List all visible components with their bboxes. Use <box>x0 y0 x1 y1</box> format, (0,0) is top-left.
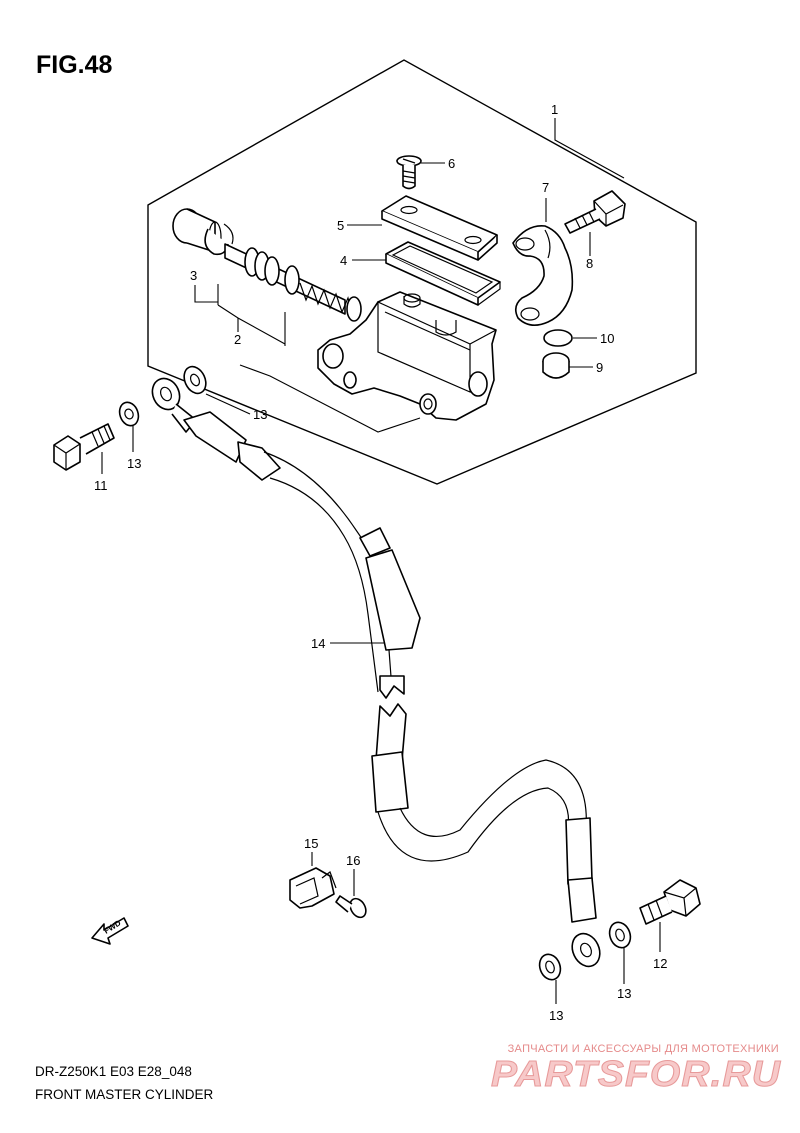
watermark-tagline: ЗАПЧАСТИ И АКСЕССУАРЫ ДЛЯ МОТОТЕХНИКИ <box>508 1043 779 1055</box>
callout-15: 15 <box>304 836 318 851</box>
callout-8: 8 <box>586 256 593 271</box>
watermark: ЗАПЧАСТИ И АКСЕССУАРЫ ДЛЯ МОТОТЕХНИКИ PA… <box>491 1043 781 1095</box>
fwd-arrow-icon: FWD <box>91 917 129 945</box>
callout-13-left: 13 <box>127 456 141 471</box>
callout-16: 16 <box>346 853 360 868</box>
callout-4: 4 <box>340 253 347 268</box>
part-13-washer-left <box>118 401 140 427</box>
part-2-piston-set <box>172 208 362 322</box>
figure-title: FIG.48 <box>36 51 113 79</box>
watermark-site: PARTSFOR.RU <box>491 1053 781 1094</box>
footer-name: FRONT MASTER CYLINDER <box>35 1087 214 1102</box>
footer-model: DR-Z250K1 E03 E28_048 <box>35 1064 192 1079</box>
callout-13-bottom: 13 <box>549 1008 563 1023</box>
callout-10: 10 <box>600 331 614 346</box>
part-8-bolt <box>564 190 626 234</box>
callout-3: 3 <box>190 268 197 283</box>
part-13-washer-right <box>608 921 632 949</box>
callout-9: 9 <box>596 360 603 375</box>
master-cylinder-body <box>317 291 497 421</box>
part-9-cap <box>542 352 570 379</box>
part-6-screw <box>396 155 422 190</box>
callout-14: 14 <box>311 636 325 651</box>
part-16-screw <box>335 895 367 919</box>
part-10-o-ring <box>543 329 573 347</box>
callout-numbers: 1 2 3 4 5 6 7 8 9 10 11 12 13 13 13 13 1… <box>94 102 667 1023</box>
part-4-diaphragm <box>385 241 501 306</box>
callout-7: 7 <box>542 180 549 195</box>
part-13-washer-upper <box>183 365 207 395</box>
part-7-holder <box>512 225 574 326</box>
assembly-frame <box>147 59 697 485</box>
callout-11: 11 <box>94 478 108 493</box>
part-15-clamp <box>289 867 337 909</box>
callout-5: 5 <box>337 218 344 233</box>
callout-13-right: 13 <box>617 986 631 1001</box>
part-12-union-bolt <box>639 879 701 925</box>
part-5-cap <box>381 195 498 261</box>
leader-lines <box>101 118 661 1004</box>
part-13-washer-bottom <box>538 953 562 981</box>
part-14-brake-hose <box>151 377 601 968</box>
callout-12: 12 <box>653 956 667 971</box>
callout-1: 1 <box>551 102 558 117</box>
callout-6: 6 <box>448 156 455 171</box>
callout-2: 2 <box>234 332 241 347</box>
callout-13-upper: 13 <box>253 407 267 422</box>
part-11-union-bolt <box>53 423 115 471</box>
